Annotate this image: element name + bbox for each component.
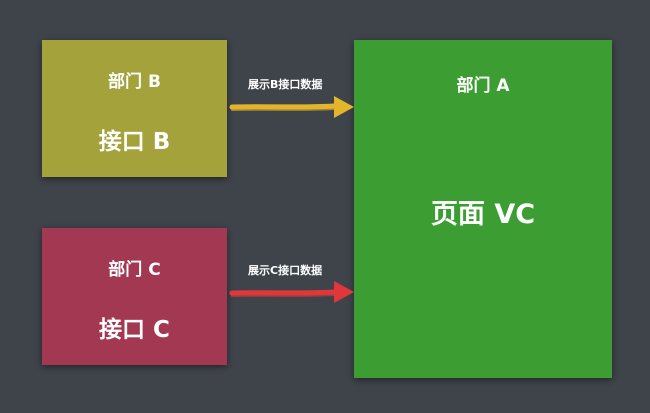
arrow-b-shaft <box>229 103 337 110</box>
arrow-b-head <box>334 96 354 118</box>
department-b-box: 部门 B 接口 B <box>42 40 227 177</box>
interface-b-label: 接口 B <box>98 129 171 155</box>
interface-c-label: 接口 C <box>99 317 170 343</box>
page-vc-label: 页面 VC <box>430 199 536 230</box>
department-c-box: 部门 C 接口 C <box>42 228 227 365</box>
department-a-box: 部门 A 页面 VC <box>354 40 612 378</box>
department-c-title: 部门 C <box>108 260 161 280</box>
department-a-title: 部门 A <box>456 76 510 96</box>
arrow-c-shaft <box>229 289 337 296</box>
department-b-title: 部门 B <box>108 72 161 92</box>
arrow-b-shaft-shadow <box>231 108 335 111</box>
arrow-b-label: 展示B接口数据 <box>248 78 323 91</box>
arrow-c-head <box>334 281 354 303</box>
arrow-c-label: 展示C接口数据 <box>248 264 323 277</box>
arrow-c-shaft-shadow <box>231 294 335 297</box>
arrow-c-icon <box>229 281 354 303</box>
arrow-b-icon <box>229 96 354 118</box>
